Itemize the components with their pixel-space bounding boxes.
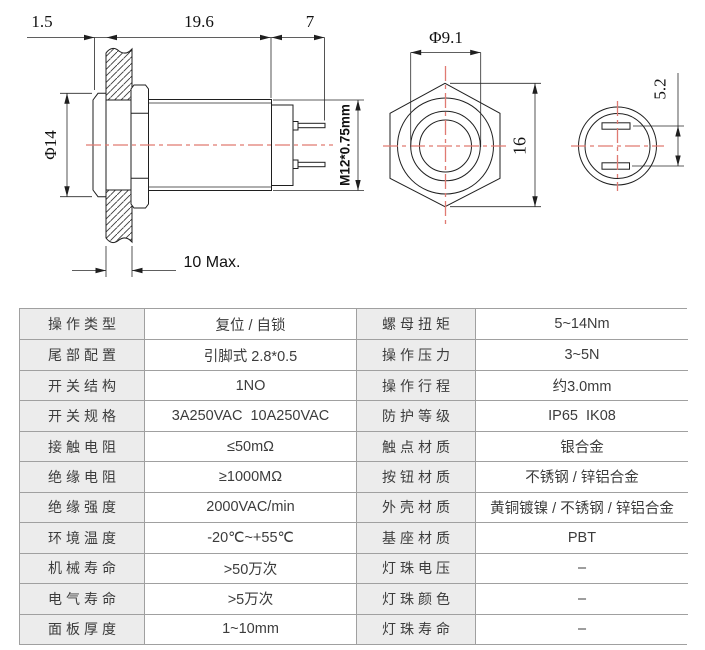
- rear-view-drawing: 5.2: [571, 73, 684, 191]
- spec-value-cell: >50万次: [144, 552, 356, 584]
- spec-label-cell: 按钮材质: [356, 461, 475, 492]
- dimension-button-diameter: Φ9.1: [410, 28, 482, 147]
- spec-value-cell: 引脚式 2.8*0.5: [144, 339, 356, 370]
- spec-label-cell: 操作行程: [356, 369, 475, 401]
- dim-label-7: 7: [306, 12, 315, 31]
- spec-label-cell: 电气寿命: [20, 583, 144, 614]
- dim-label-m12: M12*0.75mm: [338, 104, 353, 186]
- terminal-pin-bottom: [297, 161, 326, 168]
- dimension-panel-thickness: 10 Max.: [72, 246, 240, 277]
- spec-label-cell: 开关结构: [20, 369, 144, 401]
- spec-label-cell: 环境温度: [20, 522, 144, 553]
- dimension-head-diameter: Φ14: [41, 92, 92, 198]
- terminal-pin-top: [297, 122, 326, 129]
- spec-value-cell: ≤50mΩ: [144, 430, 356, 462]
- spec-value-cell: -20℃~+55℃: [144, 522, 356, 553]
- spec-label-cell: 灯珠电压: [356, 552, 475, 584]
- spec-value-cell: 约3.0mm: [475, 369, 688, 401]
- dim-label-10max: 10 Max.: [184, 254, 241, 271]
- centerline-cross-rear: [571, 101, 664, 191]
- spec-value-cell: 5~14Nm: [475, 309, 688, 340]
- dim-label-16: 16: [510, 137, 530, 155]
- spec-label-cell: 防护等级: [356, 400, 475, 431]
- spec-value-cell: >5万次: [144, 583, 356, 614]
- spec-label-cell: 螺母扭矩: [356, 309, 475, 340]
- front-view-drawing: Φ9.1 16: [383, 28, 541, 225]
- spec-value-cell: 2000VAC/min: [144, 491, 356, 523]
- dimension-top: 1.5 19.6 7: [27, 12, 325, 121]
- dim-label-1-5: 1.5: [31, 12, 52, 31]
- hex-nut-side: [130, 84, 149, 209]
- spec-label-cell: 触点材质: [356, 430, 475, 462]
- centerline-cross: [383, 66, 508, 225]
- spec-label-cell: 面板厚度: [20, 613, 144, 644]
- spec-label-cell: 接触电阻: [20, 430, 144, 462]
- spec-label-cell: 外壳材质: [356, 491, 475, 523]
- spec-label-cell: 灯珠颜色: [356, 583, 475, 614]
- dim-label-5-2: 5.2: [651, 78, 670, 99]
- spec-label-cell: 操作压力: [356, 339, 475, 370]
- panel-section-top: [105, 47, 133, 100]
- spec-value-cell: PBT: [475, 522, 688, 553]
- spec-value-cell: IP65 IK08: [475, 400, 688, 431]
- spec-value-cell: 1~10mm: [144, 613, 356, 644]
- spec-table: 操作类型 复位 / 自锁 螺母扭矩 5~14Nm 尾部配置 引脚式 2.8*0.…: [19, 308, 688, 645]
- side-view-drawing: 1.5 19.6 7 Φ14 M12*0.75mm: [27, 12, 364, 277]
- spec-value-cell: 复位 / 自锁: [144, 309, 356, 340]
- spec-value-cell: 3A250VAC 10A250VAC: [144, 400, 356, 431]
- dimension-pin-pitch: 5.2: [632, 73, 684, 167]
- spec-value-cell: –: [475, 552, 688, 584]
- spec-label-cell: 操作类型: [20, 309, 144, 340]
- spec-label-cell: 开关规格: [20, 400, 144, 431]
- spec-value-cell: 银合金: [475, 430, 688, 462]
- spec-label-cell: 基座材质: [356, 522, 475, 553]
- dim-label-19-6: 19.6: [184, 12, 214, 31]
- spec-value-cell: 1NO: [144, 369, 356, 401]
- spec-value-cell: 不锈钢 / 锌铝合金: [475, 461, 688, 492]
- panel-section-bottom: [105, 190, 133, 244]
- spec-value-cell: –: [475, 583, 688, 614]
- technical-drawing: 1.5 19.6 7 Φ14 M12*0.75mm: [27, 12, 684, 277]
- rear-slot-top: [601, 122, 631, 130]
- dimension-hex-width: 16: [450, 82, 541, 208]
- spec-label-cell: 机械寿命: [20, 552, 144, 584]
- rear-slot-bottom: [601, 162, 630, 170]
- spec-label-cell: 绝缘强度: [20, 491, 144, 523]
- spec-label-cell: 绝缘电阻: [20, 461, 144, 492]
- spec-value-cell: 3~5N: [475, 339, 688, 370]
- dimension-thread: M12*0.75mm: [273, 99, 364, 191]
- spec-value-cell: 黄铜镀镍 / 不锈钢 / 锌铝合金: [475, 491, 688, 523]
- spec-value-cell: –: [475, 613, 688, 644]
- dim-label-phi14: Φ14: [41, 130, 60, 160]
- pin-tab-bottom: [292, 159, 299, 169]
- dim-label-phi9-1: Φ9.1: [429, 28, 463, 47]
- pin-tab-top: [292, 121, 299, 131]
- spec-label-cell: 尾部配置: [20, 339, 144, 370]
- spec-label-cell: 灯珠寿命: [356, 613, 475, 644]
- spec-value-cell: ≥1000MΩ: [144, 461, 356, 492]
